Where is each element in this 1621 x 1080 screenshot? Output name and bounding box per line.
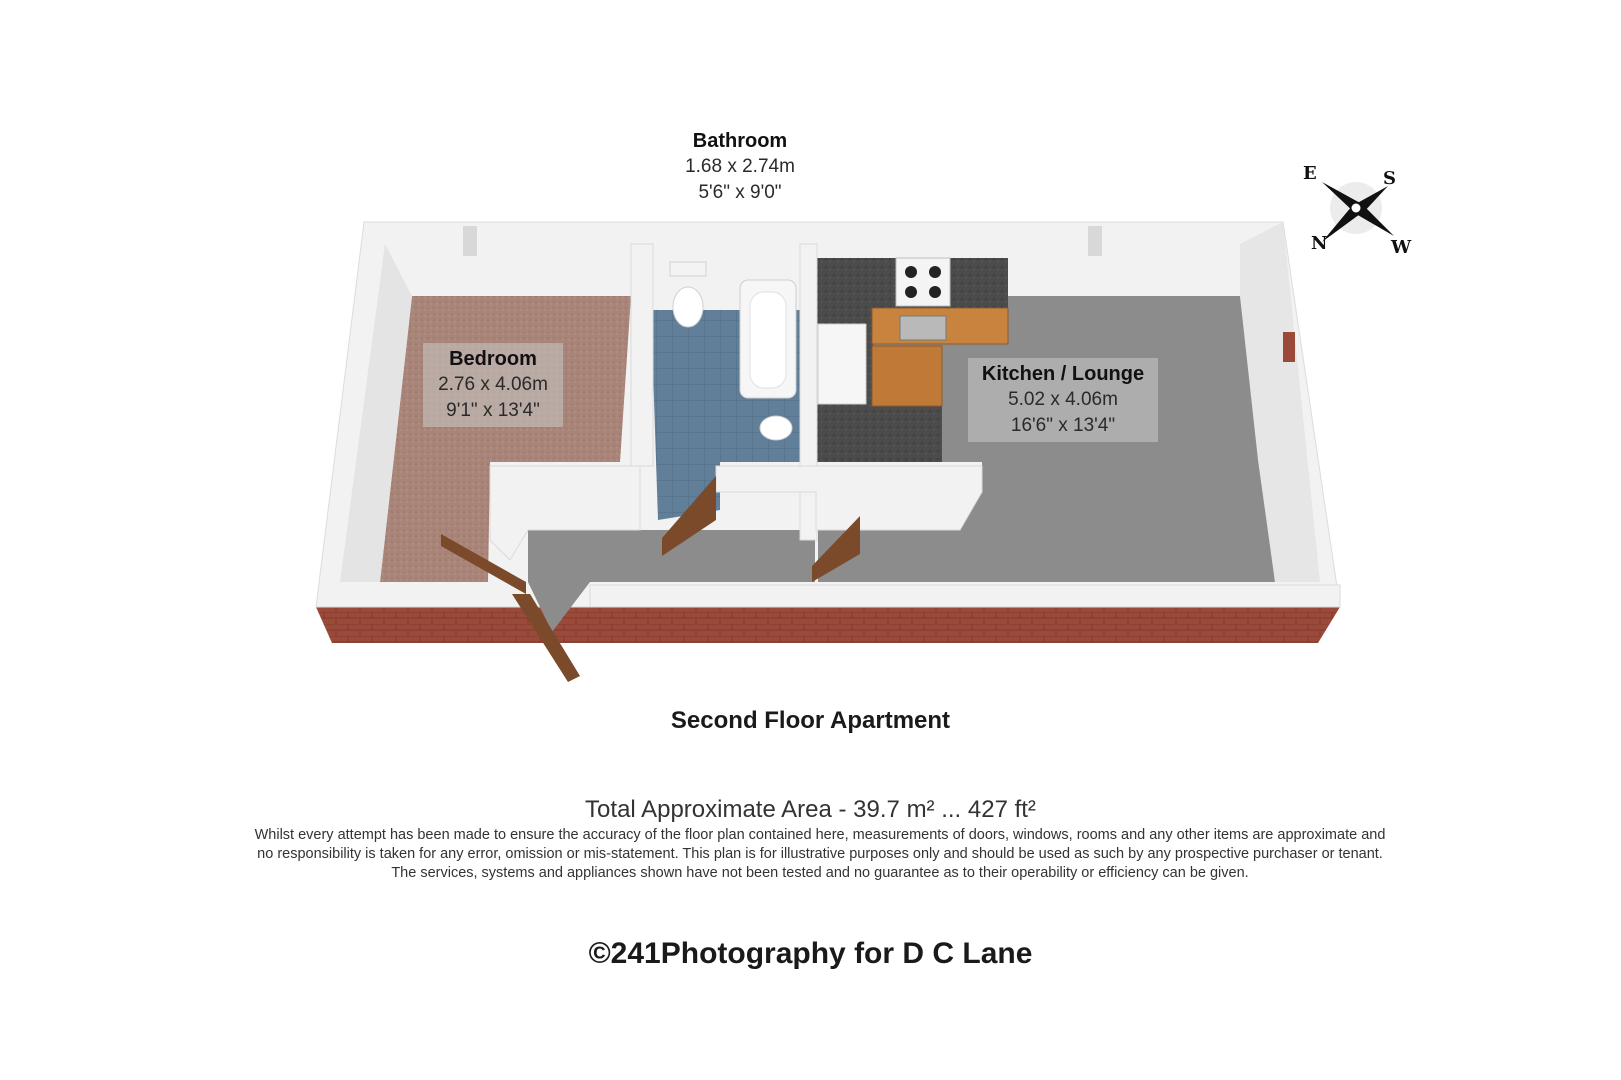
bedroom-metric: 2.76 x 4.06m <box>438 374 548 395</box>
hob <box>895 257 951 307</box>
bathroom-label: Bathroom 1.68 x 2.74m 5'6" x 9'0" <box>650 128 830 206</box>
disclaimer-line: The services, systems and appliances sho… <box>391 865 1249 881</box>
disclaimer-line: no responsibility is taken for any error… <box>257 846 1383 862</box>
disclaimer: Whilst every attempt has been made to en… <box>180 826 1460 883</box>
bedroom-label: Bedroom 2.76 x 4.06m 9'1" x 13'4" <box>423 343 563 427</box>
bathroom-metric: 1.68 x 2.74m <box>685 156 795 177</box>
window-bedroom <box>463 226 477 256</box>
door-kitchen <box>812 516 860 582</box>
kitchen-lounge-metric: 5.02 x 4.06m <box>1008 389 1118 410</box>
compass-w-label: W <box>1391 237 1412 258</box>
door-bedroom <box>441 534 526 594</box>
bathroom-name: Bathroom <box>692 130 788 152</box>
door-entrance <box>512 594 580 682</box>
compass-rose <box>1322 182 1394 242</box>
kitchen-lounge-imperial: 16'6" x 13'4" <box>1010 415 1116 436</box>
basin <box>759 415 793 441</box>
front-wall-bottom <box>589 584 1341 608</box>
compass-s-label: S <box>1383 168 1396 189</box>
bedroom-imperial: 9'1" x 13'4" <box>446 400 540 421</box>
door-bathroom <box>662 476 716 556</box>
bedroom-wall-shade <box>340 244 412 582</box>
disclaimer-line: Whilst every attempt has been made to en… <box>254 827 1386 843</box>
window-side <box>1283 332 1295 362</box>
compass-n-label: N <box>1311 233 1328 254</box>
window-kitchen <box>1088 226 1102 256</box>
total-area: Total Approximate Area - 39.7 m² ... 427… <box>585 796 1036 823</box>
exterior-brick-wall <box>316 607 1340 643</box>
floor-title: Second Floor Apartment <box>670 707 951 734</box>
kitchen-lounge-label: Kitchen / Lounge 5.02 x 4.06m 16'6" x 13… <box>968 358 1158 442</box>
compass-e-label: E <box>1303 163 1317 184</box>
kitchen-lounge-name: Kitchen / Lounge <box>981 363 1145 385</box>
toilet <box>672 286 704 328</box>
wall-bed-bath <box>630 243 654 467</box>
fridge <box>817 323 867 405</box>
bathroom-imperial: 5'6" x 9'0" <box>698 182 782 203</box>
bedroom-name: Bedroom <box>449 348 537 370</box>
hall-floor <box>528 530 815 632</box>
copyright-notice: ©241Photography for D C Lane <box>588 937 1033 970</box>
wall-hall-right <box>715 465 983 531</box>
wall-bath-kitchen <box>799 243 818 541</box>
wall-hall <box>489 465 641 561</box>
